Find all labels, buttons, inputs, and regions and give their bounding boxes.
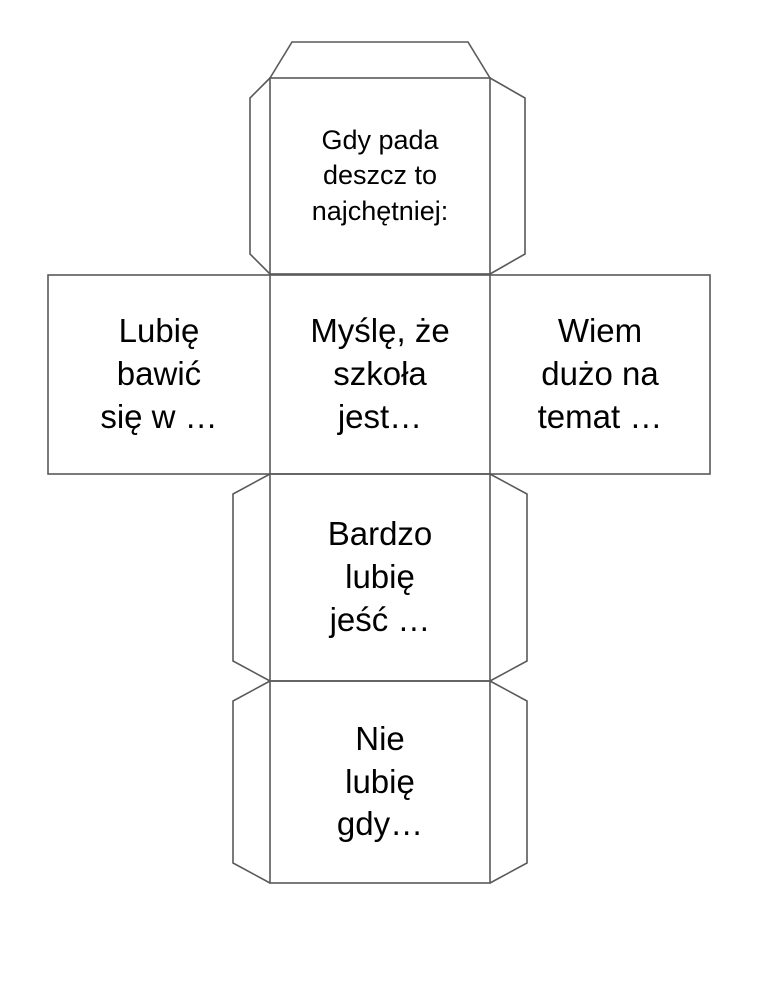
face-bottom xyxy=(269,680,491,884)
top-right-flap xyxy=(489,77,526,275)
middle-row-band xyxy=(47,274,711,475)
top-left-flap xyxy=(249,77,271,275)
fourth-right-flap xyxy=(489,473,528,682)
top-flap xyxy=(269,41,491,79)
bottom-right-flap xyxy=(489,680,528,884)
fourth-left-flap xyxy=(232,473,271,682)
bottom-left-flap xyxy=(232,680,271,884)
face-top xyxy=(269,77,491,275)
face-fourth xyxy=(269,473,491,682)
